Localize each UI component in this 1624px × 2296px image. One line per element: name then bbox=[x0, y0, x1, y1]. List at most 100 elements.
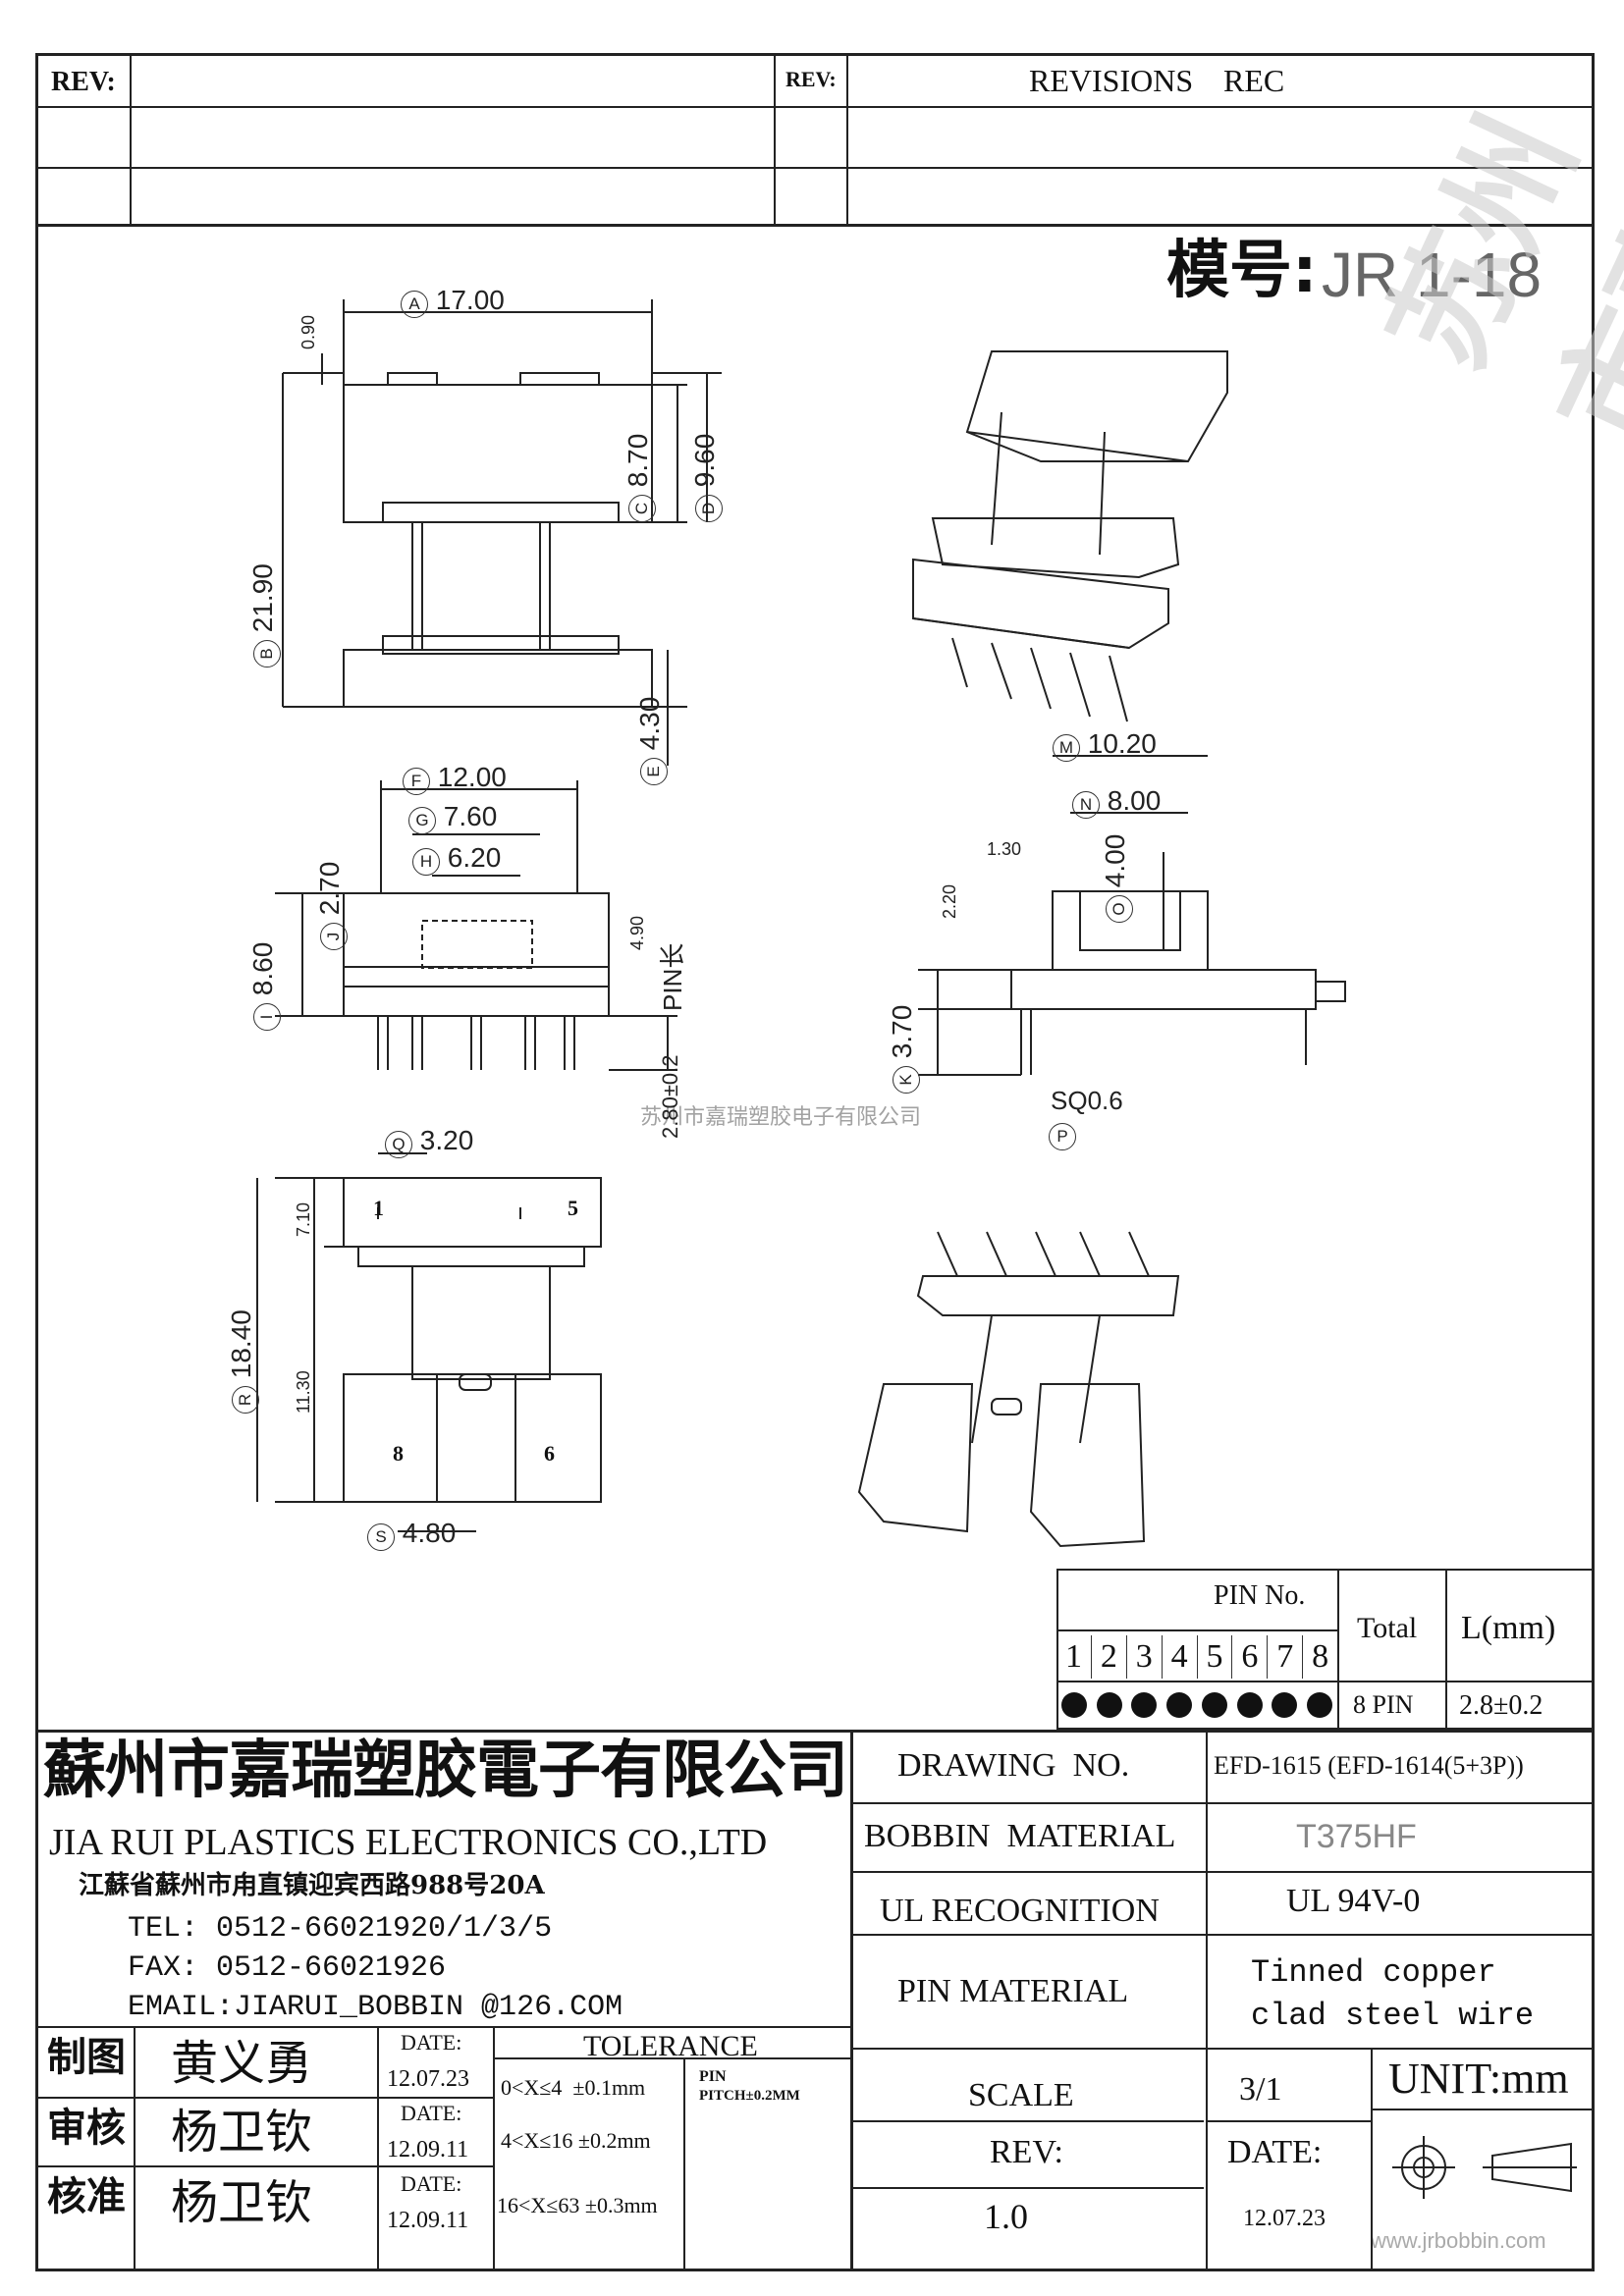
isometric-view-bottom bbox=[857, 1231, 1180, 1548]
company-name-cn: 蘇州市嘉瑞塑胶電子有限公司 bbox=[43, 1734, 848, 1807]
ul-recognition-value: UL 94V-0 bbox=[1286, 1883, 1421, 1919]
drawing-frame bbox=[35, 53, 1595, 2271]
dim-mark-n: N bbox=[1072, 791, 1100, 819]
dim-mark-m: M bbox=[1053, 734, 1080, 762]
pin-present-dot bbox=[1236, 1692, 1263, 1718]
signature-name: 杨卫钦 bbox=[171, 2175, 313, 2230]
dim-mark-b: B bbox=[253, 640, 281, 667]
pin-material-value-2: clad steel wire bbox=[1251, 1998, 1535, 2034]
dim-h-value: 6.20 bbox=[447, 842, 502, 873]
signature-date: 12.09.11 bbox=[387, 2208, 469, 2233]
rev-label-right: REV: bbox=[785, 67, 837, 91]
dim-mark-o: O bbox=[1106, 895, 1133, 923]
dim-j-value: 2.70 bbox=[314, 861, 345, 916]
signature-name: 黄义勇 bbox=[171, 2036, 313, 2091]
signature-role: 审核 bbox=[47, 2105, 126, 2151]
pin-number: 3 bbox=[1127, 1635, 1163, 1679]
signature-date-label: DATE: bbox=[401, 2030, 462, 2055]
pin-material-label: PIN MATERIAL bbox=[897, 1973, 1129, 2009]
dim-r-value: 18.40 bbox=[226, 1309, 256, 1379]
dim-mark-c: C bbox=[628, 495, 656, 522]
pin-label-6: 6 bbox=[544, 1441, 555, 1466]
dim-pin-280: 2.80±0.2 bbox=[658, 1054, 682, 1139]
dim-d-value: 9.60 bbox=[689, 433, 720, 488]
ul-recognition-label: UL RECOGNITION bbox=[880, 1893, 1160, 1929]
dim-mark-s: S bbox=[367, 1523, 395, 1551]
dim-mark-q: Q bbox=[385, 1131, 412, 1158]
signature-role: 核准 bbox=[47, 2173, 126, 2219]
pin-table-total-label: Total bbox=[1357, 1612, 1418, 1644]
dim-bot-1130: 11.30 bbox=[294, 1370, 313, 1414]
pin-table-total-value: 8 PIN bbox=[1353, 1690, 1414, 1719]
pin-label-1: 1 bbox=[373, 1196, 384, 1220]
pin-present-dot bbox=[1060, 1692, 1087, 1718]
date-value: 12.07.23 bbox=[1243, 2206, 1326, 2231]
dim-mark-i: I bbox=[253, 1003, 281, 1031]
dim-mark-r: R bbox=[232, 1386, 259, 1414]
company-address: 江蘇省蘇州市甪直镇迎宾西路988号20A bbox=[79, 1871, 545, 1900]
pin-number: 8 bbox=[1312, 1638, 1329, 1675]
dim-side-490: 4.90 bbox=[627, 915, 647, 950]
dim-g-value: 7.60 bbox=[443, 801, 498, 831]
bobbin-material-label: BOBBIN MATERIAL bbox=[864, 1818, 1176, 1854]
dim-c-value: 8.70 bbox=[623, 433, 653, 488]
dim-b-value: 21.90 bbox=[247, 563, 278, 633]
signature-date: 12.07.23 bbox=[387, 2066, 469, 2092]
signature-role: 制图 bbox=[47, 2034, 126, 2080]
pin-number: 1 bbox=[1056, 1635, 1092, 1679]
rec-title: REC bbox=[1223, 63, 1285, 98]
pin-table-length-label: L(mm) bbox=[1461, 1610, 1556, 1646]
dim-m-value: 10.20 bbox=[1087, 728, 1157, 759]
scale-value: 3/1 bbox=[1239, 2071, 1282, 2108]
pin-length-label: PIN长 bbox=[658, 942, 687, 1011]
pin-number: 5 bbox=[1198, 1635, 1233, 1679]
pin-present-dot bbox=[1307, 1692, 1333, 1718]
model-label: 模号: bbox=[1166, 235, 1318, 307]
dim-mark-d: D bbox=[695, 495, 723, 522]
date-label: DATE: bbox=[1227, 2134, 1323, 2170]
signature-date: 12.09.11 bbox=[387, 2137, 469, 2163]
watermark-site: www.jrbobbin.com bbox=[1371, 2228, 1546, 2253]
dim-n-value: 8.00 bbox=[1107, 785, 1162, 816]
side-view-drawing bbox=[918, 755, 1346, 1076]
company-fax: FAX: 0512-66021926 bbox=[128, 1951, 447, 1985]
top-view-drawing bbox=[282, 299, 722, 766]
dim-mark-h: H bbox=[412, 848, 440, 876]
pin-table-length-value: 2.8±0.2 bbox=[1459, 1690, 1543, 1721]
dim-k-value: 3.70 bbox=[887, 1004, 917, 1059]
bobbin-material-value: T375HF bbox=[1296, 1818, 1417, 1855]
dim-e-value: 4.30 bbox=[634, 696, 665, 751]
pin-number: 2 bbox=[1092, 1635, 1127, 1679]
pin-present-dot bbox=[1166, 1692, 1193, 1718]
dim-i-value: 8.60 bbox=[247, 941, 278, 996]
dim-f-value: 12.00 bbox=[437, 762, 507, 792]
dim-p-value: SQ0.6 bbox=[1051, 1086, 1123, 1115]
dim-mark-j: J bbox=[320, 923, 348, 950]
signature-date-label: DATE: bbox=[401, 2101, 462, 2125]
pin-present-dot bbox=[1272, 1692, 1298, 1718]
dim-mark-g: G bbox=[408, 807, 436, 834]
pin-number: 7 bbox=[1268, 1635, 1304, 1679]
pin-number-row: 1 2 3 4 5 6 7 8 bbox=[1056, 1635, 1337, 1679]
pin-material-value-1: Tinned copper bbox=[1251, 1954, 1496, 1991]
drawing-no-value: EFD-1615 (EFD-1614(5+3P)) bbox=[1214, 1751, 1524, 1780]
front-view-drawing bbox=[275, 780, 677, 1071]
bottom-view-drawing bbox=[256, 1152, 602, 1532]
model-value: JR 1-18 bbox=[1322, 240, 1543, 310]
rev-label-left: REV: bbox=[51, 67, 116, 97]
pin-dot-row bbox=[1056, 1682, 1337, 1728]
dim-bot-710: 7.10 bbox=[294, 1201, 313, 1237]
dim-mark-a: A bbox=[401, 291, 428, 318]
signature-name: 杨卫钦 bbox=[171, 2105, 313, 2160]
tolerance-row: 16<X≤63 ±0.3mm bbox=[497, 2193, 658, 2217]
dim-mark-p: P bbox=[1049, 1123, 1076, 1150]
dim-o-value: 4.00 bbox=[1100, 833, 1130, 888]
dim-q-value: 3.20 bbox=[419, 1125, 474, 1155]
pin-table-title: PIN No. bbox=[1214, 1580, 1306, 1611]
pin-number: 6 bbox=[1232, 1635, 1269, 1679]
rev-value: 1.0 bbox=[984, 2197, 1028, 2236]
unit-label: UNIT:mm bbox=[1388, 2055, 1569, 2103]
drawing-no-label: DRAWING NO. bbox=[897, 1747, 1130, 1784]
company-email: EMAIL:JIARUI_BOBBIN @126.COM bbox=[128, 1991, 623, 2024]
